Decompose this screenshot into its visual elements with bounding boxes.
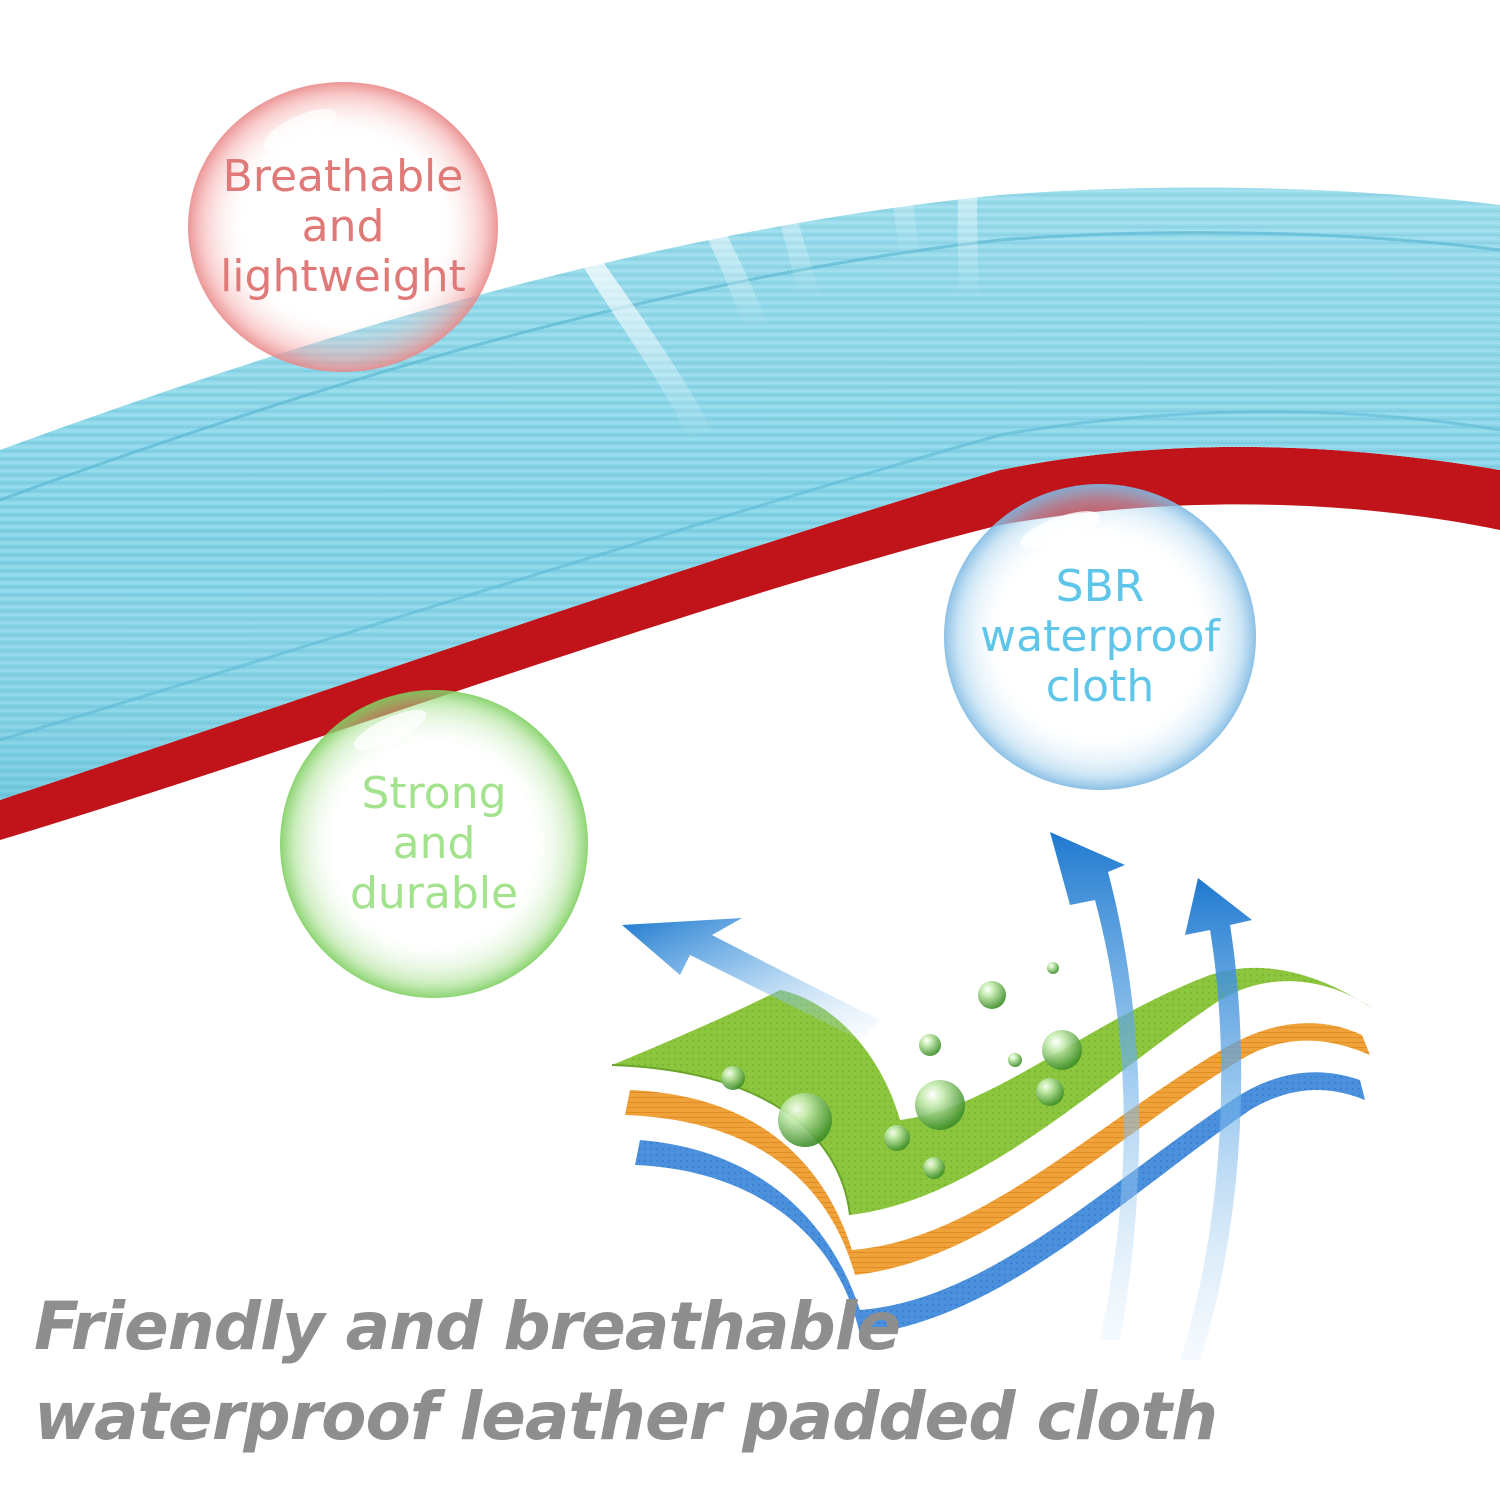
green-layer [612, 967, 1375, 1215]
headline: Friendly and breathable waterproof leath… [34, 1282, 1218, 1462]
strong-line-3: durable [349, 868, 519, 919]
headline-line-1: Friendly and breathable [34, 1288, 901, 1365]
feature-bubble-sbr: SBR waterproof cloth [944, 484, 1256, 790]
sbr-line-3: cloth [1045, 661, 1155, 712]
strong-line-2: and [392, 818, 476, 869]
strong-line-1: Strong [361, 768, 507, 819]
headline-line-2: waterproof leather padded cloth [34, 1378, 1218, 1455]
bubble-ring-strong [280, 690, 588, 998]
feature-bubble-strong: Strong and durable [280, 690, 588, 998]
orange-layer [625, 1023, 1370, 1275]
red-backing-layer [0, 446, 1500, 840]
breathable-line-2: and [301, 201, 385, 252]
breathable-line-1: Breathable [222, 151, 464, 202]
water-droplets [721, 962, 1082, 1179]
bubble-ring-sbr [944, 484, 1256, 790]
fabric-layers-illustration [611, 967, 1375, 1335]
feature-bubble-breathable: Breathable and lightweight [188, 82, 498, 372]
blue-layer [635, 1072, 1365, 1335]
airflow-arrows [622, 832, 1252, 1360]
breathability-arrows [548, 12, 1002, 440]
sbr-line-2: waterproof [980, 611, 1220, 662]
bubble-ring-breathable [188, 82, 498, 372]
sbr-line-1: SBR [1055, 561, 1145, 612]
breathable-line-3: lightweight [220, 251, 466, 302]
